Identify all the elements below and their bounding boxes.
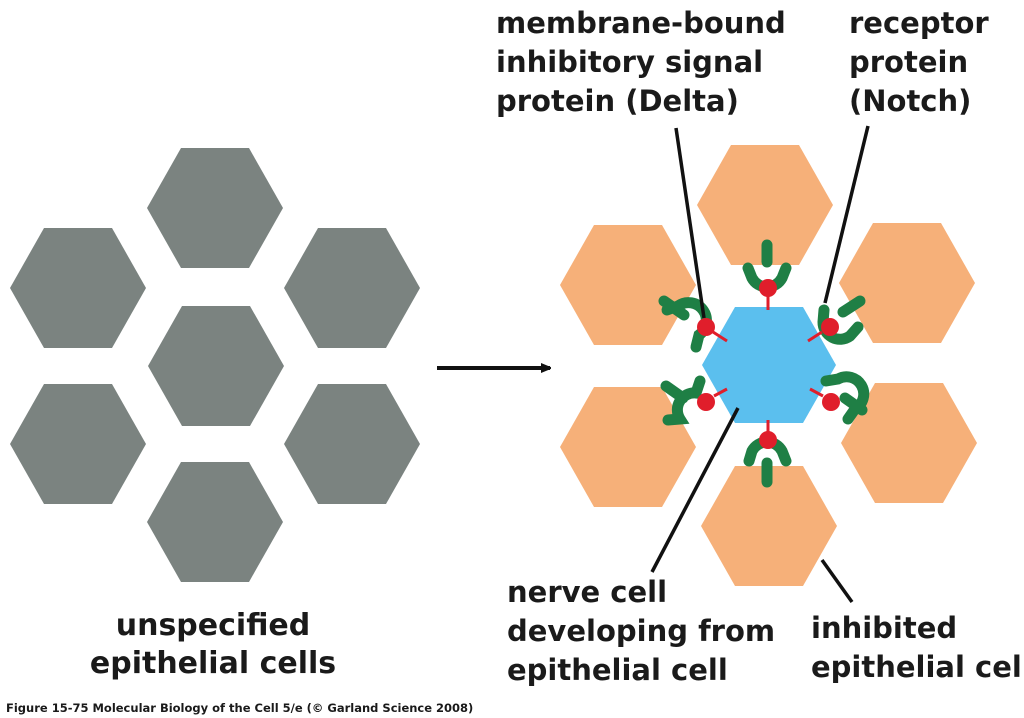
notch-label-line1: receptor (849, 6, 989, 40)
delta-label-line2: inhibitory signal (496, 45, 763, 79)
unspecified-cell-center (148, 306, 284, 426)
inhibited-cell-upper-left (560, 225, 696, 345)
inhibited-label-line2: epithelial cell (811, 650, 1024, 684)
delta-leader-line (674, 127, 706, 319)
unspecified-cell-group (10, 148, 420, 582)
nerve-label-line1: nerve cell (507, 575, 667, 609)
nerve-label-line2: developing from (507, 614, 775, 648)
notch-label-line2: protein (849, 45, 968, 79)
delta-ligand-top (759, 279, 777, 310)
nerve-cell (702, 307, 836, 423)
delta-ligand-group (697, 279, 840, 449)
delta-ligand-bottom (759, 420, 777, 449)
figure-caption: Figure 15-75 Molecular Biology of the Ce… (6, 701, 473, 715)
inhibited-label-line1: inhibited (811, 611, 957, 645)
left-label-line2: epithelial cells (90, 646, 336, 681)
delta-label-line3: protein (Delta) (496, 84, 739, 118)
delta-label-line1: membrane-bound (496, 6, 786, 40)
unspecified-cell-upper-right (284, 228, 420, 348)
unspecified-cell-top (147, 148, 283, 268)
unspecified-cell-lower-left (10, 384, 146, 504)
unspecified-cell-lower-right (284, 384, 420, 504)
nerve-label-line3: epithelial cell (507, 653, 728, 687)
inhibited-cell-lower-right (841, 383, 977, 503)
inhibited-cell-bottom (701, 466, 837, 586)
unspecified-cell-bottom (147, 462, 283, 582)
inhibited-cell-top (697, 145, 833, 265)
notch-receptor-lower-right (820, 371, 870, 425)
inhibited-leader-line (820, 558, 854, 604)
inhibited-cell-upper-right (839, 223, 975, 343)
delta-ligand-upper-left (697, 318, 728, 343)
inhibited-cell-group (560, 145, 977, 586)
delta-ligand-lower-left (697, 387, 728, 411)
left-label-line1: unspecified (116, 608, 311, 643)
notch-receptor-lower-left (660, 375, 706, 426)
unspecified-cell-upper-left (10, 228, 146, 348)
delta-ligand-upper-right (807, 318, 839, 343)
nerve-leader-line (650, 407, 740, 573)
notch-label-line3: (Notch) (849, 84, 971, 118)
leader-lines (650, 125, 870, 604)
delta-ligand-lower-right (809, 387, 840, 411)
inhibited-cell-lower-left (560, 387, 696, 507)
notch-leader-line (823, 125, 870, 304)
